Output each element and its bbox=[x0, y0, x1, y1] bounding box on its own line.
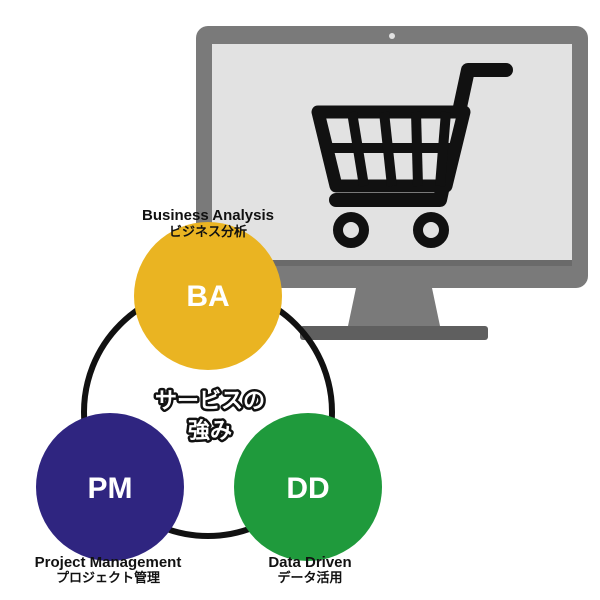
dd-abbr: DD bbox=[286, 472, 329, 505]
pm-label-jp: プロジェクト管理 bbox=[56, 570, 160, 586]
pm-node: PM Project Management プロジェクト管理 bbox=[35, 413, 184, 586]
monitor-stand-base bbox=[300, 326, 488, 340]
pm-label-en: Project Management bbox=[35, 554, 182, 571]
dd-node: DD Data Driven データ活用 bbox=[234, 413, 382, 586]
ba-circle bbox=[134, 222, 282, 370]
monitor-camera bbox=[389, 33, 395, 39]
dd-circle bbox=[234, 413, 382, 561]
cart-grid bbox=[326, 111, 456, 187]
center-title-line1: サービスの bbox=[155, 389, 265, 414]
dd-label-en: Data Driven bbox=[268, 554, 351, 571]
shopping-cart-icon bbox=[311, 63, 513, 248]
dd-label-jp: データ活用 bbox=[277, 570, 342, 586]
ba-node: BA Business Analysis ビジネス分析 bbox=[134, 207, 282, 370]
cart-wheel-left bbox=[333, 212, 369, 248]
monitor-stand-neck bbox=[348, 288, 440, 326]
ba-label-jp: ビジネス分析 bbox=[169, 224, 247, 240]
monitor-chin-line bbox=[212, 260, 572, 266]
pm-abbr: PM bbox=[88, 472, 133, 505]
ba-label-en: Business Analysis bbox=[142, 207, 274, 224]
center-title-line2: 強み bbox=[188, 418, 232, 444]
cart-wheel-right bbox=[413, 212, 449, 248]
pm-circle bbox=[36, 413, 184, 561]
ba-abbr: BA bbox=[186, 280, 229, 313]
